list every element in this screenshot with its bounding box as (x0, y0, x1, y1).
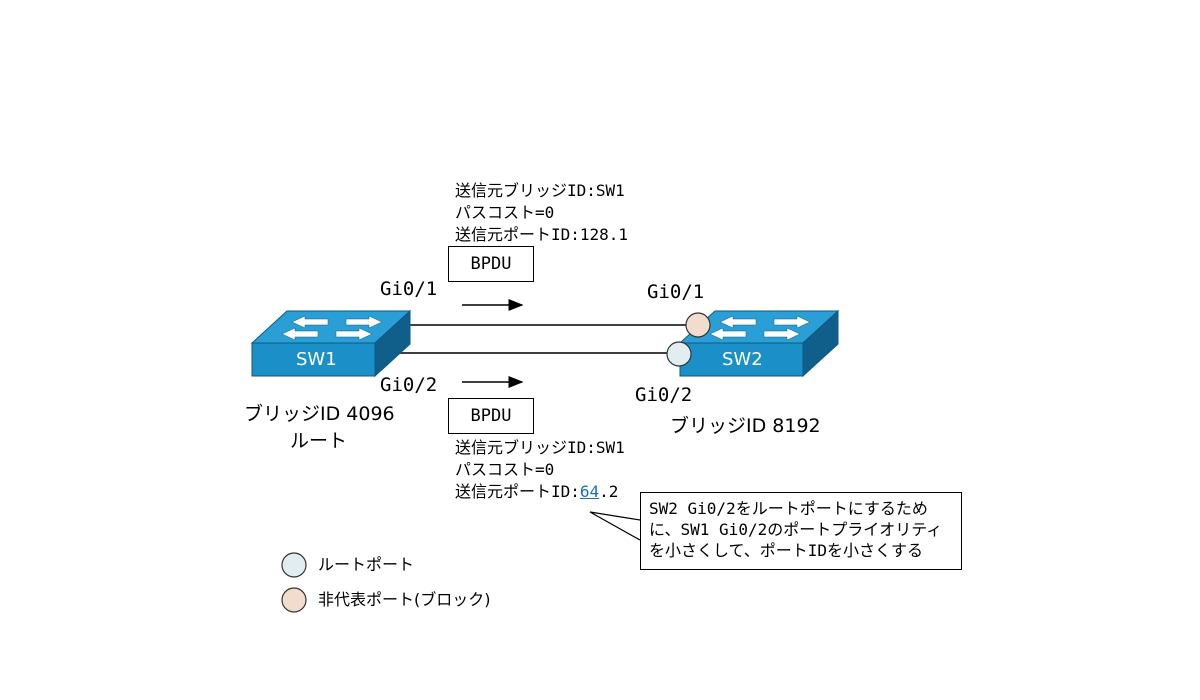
sw1-role: ルート (290, 430, 348, 452)
blocked-port-marker-icon (685, 312, 711, 338)
bpdu-bottom-info: 送信元ブリッジID:SW1 パスコスト=0 送信元ポートID:64.2 (455, 437, 625, 503)
sw2-label: SW2 (722, 349, 763, 370)
bpdu-bottom-source-port: 送信元ポートID:64.2 (455, 481, 625, 503)
sw1-bridge-id: ブリッジID 4096 (244, 403, 395, 425)
callout-pointer (589, 511, 641, 541)
bpdu-bottom-port-prefix: 送信元ポートID: (455, 482, 580, 501)
callout-line-3: を小さくして、ポートIDを小さくする (649, 541, 923, 560)
bpdu-bottom-box: BPDU (448, 398, 534, 434)
sw1-gi01-label: Gi0/1 (380, 278, 438, 300)
sw1-label: SW1 (296, 349, 337, 370)
sw2-switch-icon (678, 309, 840, 378)
bpdu-bottom-source-bridge: 送信元ブリッジID:SW1 (455, 438, 625, 457)
sw2-gi02-label: Gi0/2 (635, 384, 693, 406)
bpdu-top-source-port: 送信元ポートID:128.1 (455, 225, 629, 244)
legend-blocked-port-icon (281, 587, 307, 613)
bpdu-top-info: 送信元ブリッジID:SW1 パスコスト=0 送信元ポートID:128.1 (455, 180, 628, 246)
bpdu-top-source-bridge: 送信元ブリッジID:SW1 (455, 181, 625, 200)
bpdu-bottom-path-cost: パスコスト=0 (455, 460, 555, 479)
legend-root-port-icon (281, 552, 307, 578)
sw1-switch-icon (250, 309, 412, 378)
root-port-marker-icon (666, 341, 692, 367)
legend-blocked-port-label: 非代表ポート(ブロック) (318, 590, 491, 609)
sw1-gi02-label: Gi0/2 (380, 374, 438, 396)
sw2-gi01-label: Gi0/1 (647, 281, 705, 303)
bpdu-top-path-cost: パスコスト=0 (455, 203, 555, 222)
callout-line-1: SW2 Gi0/2をルートポートにするため (649, 499, 928, 518)
bpdu-top-box: BPDU (448, 246, 534, 282)
callout-line-2: に、SW1 Gi0/2のポートプライオリティ (649, 520, 943, 539)
bpdu-bottom-port-suffix: .2 (599, 482, 619, 501)
sw2-bridge-id: ブリッジID 8192 (670, 415, 821, 437)
legend-root-port-label: ルートポート (318, 555, 415, 574)
callout-box: SW2 Gi0/2をルートポートにするため に、SW1 Gi0/2のポートプライ… (640, 492, 962, 570)
bpdu-bottom-port-priority: 64 (579, 482, 600, 501)
